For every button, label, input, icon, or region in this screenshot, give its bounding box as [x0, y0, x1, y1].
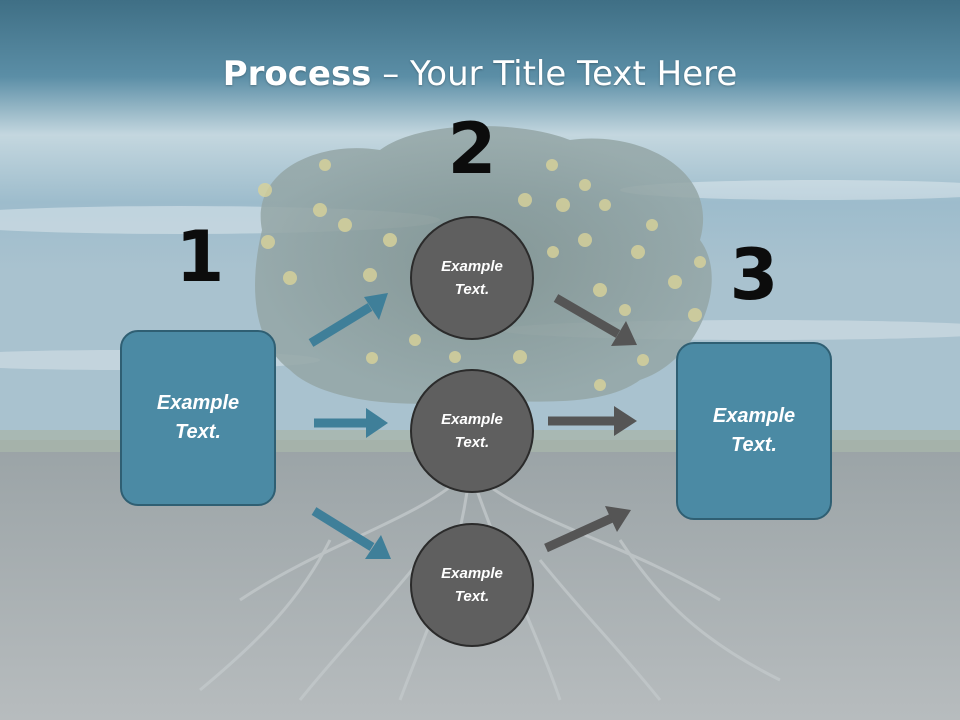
- step-2-circle-top: Example Text.: [410, 216, 534, 340]
- step-1-text: Example Text.: [156, 392, 240, 443]
- step-number-2: 2: [447, 108, 497, 190]
- title-rest: – Your Title Text Here: [371, 54, 738, 94]
- page-title: Process – Your Title Text Here: [0, 52, 960, 96]
- step-1-box: Example Text.: [120, 330, 276, 506]
- step-2-circle-middle: Example Text.: [410, 369, 534, 493]
- step-3-box: Example Text.: [676, 342, 832, 520]
- step-3-text: Example Text.: [712, 405, 796, 456]
- title-bold: Process: [222, 54, 372, 94]
- circle-bottom-text: Example Text.: [441, 565, 503, 605]
- step-number-1: 1: [175, 216, 225, 298]
- circle-middle-text: Example Text.: [441, 411, 503, 451]
- step-number-3: 3: [729, 234, 779, 316]
- step-2-circle-bottom: Example Text.: [410, 523, 534, 647]
- circle-top-text: Example Text.: [441, 258, 503, 298]
